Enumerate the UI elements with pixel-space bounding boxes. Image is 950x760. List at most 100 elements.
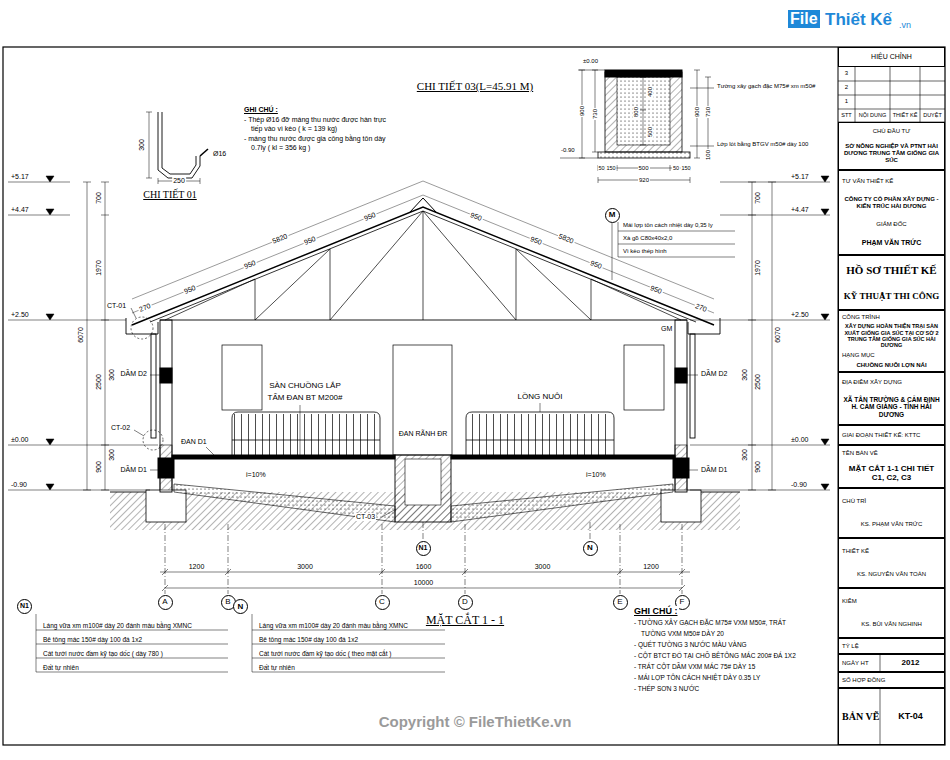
- table-cell: 3: [844, 70, 849, 77]
- note-text: - Thép Ø16 đỡ máng thu nước được hàn trự…: [243, 116, 387, 124]
- dimension: 950: [242, 259, 258, 272]
- note-text: - CỘT BTCT ĐỔ TẠI CHỖ BÊTÔNG MÁC 200# ĐÁ…: [633, 652, 797, 659]
- callout-circle: N: [583, 541, 598, 556]
- layer-note: Cát tưới nước đầm kỹ tạo dốc ( dày 780 ): [42, 650, 164, 657]
- callout-circle: M: [605, 208, 620, 223]
- node-text: CHỦ ĐẦU TƯ: [842, 128, 941, 135]
- title-block-cell: KIỂMKS. BÙI VĂN NGHINH: [838, 588, 945, 638]
- dimension: 6070: [774, 326, 782, 344]
- section-title: MẶT CẮT 1 - 1: [425, 614, 505, 628]
- node-text: KỸ THUẬT THI CÔNG: [842, 291, 941, 301]
- dimension: 300: [741, 368, 749, 382]
- callout-label: CT-01: [106, 302, 127, 310]
- layer-note: Bê tông mác 150# dày 100 đá 1x2: [258, 636, 359, 643]
- dimension: 700: [754, 191, 762, 205]
- node-text: N1: [419, 544, 428, 552]
- dimension: 900: [754, 460, 762, 474]
- slope-label: i=10%: [585, 471, 607, 479]
- table-cell: NỘI DUNG: [858, 112, 888, 118]
- node-text: HIỆU CHỈNH: [842, 53, 941, 61]
- level-mark: +5.17: [10, 173, 30, 181]
- dimension: 700: [95, 191, 103, 205]
- title-block-cell: TỶ LỆ: [838, 638, 945, 654]
- table-cell: 1: [844, 98, 849, 105]
- dimension: 950: [528, 235, 544, 248]
- dimension: 50: [672, 165, 680, 171]
- node-text: 2012: [880, 658, 941, 667]
- node-text: KS. NGUYỄN VĂN TOẢN: [842, 571, 941, 578]
- node-text: CHUỒNG NUÔI LỢN NÁI: [842, 362, 941, 369]
- dimension: 900: [579, 105, 586, 117]
- back-wall-openings: [222, 345, 664, 455]
- axis-bubble: D: [458, 595, 473, 610]
- dimension: 270: [693, 301, 709, 314]
- part-label: SÀN CHUỒNG LẮP: [268, 381, 342, 390]
- dimension: 900: [694, 106, 701, 118]
- pig-cages: [232, 412, 614, 455]
- part-label: LỒNG NUÔI: [517, 392, 564, 401]
- dimension: 950: [302, 235, 318, 248]
- layer-note: Cát tưới nước đầm kỹ tạo dốc ( theo mặt …: [258, 650, 392, 657]
- node-text: CHỦ TRÌ: [842, 498, 941, 505]
- axis-bubble: A: [158, 595, 173, 610]
- node-text: PHẠM VĂN TRỨC: [842, 239, 941, 247]
- note-text: - TƯỜNG XÂY GẠCH ĐẶC M75# VXM M50#, TRÁT: [633, 619, 787, 626]
- node-text: THIẾT KẾ: [842, 548, 941, 555]
- detail-03-drain: [560, 70, 714, 183]
- title-block-cell: HỒ SƠ THIẾT KẾKỸ THUẬT THI CÔNG: [838, 255, 945, 310]
- node-text: M: [609, 210, 616, 219]
- watermark-logo: .vn: [898, 20, 912, 30]
- dimension: 5820: [270, 232, 289, 246]
- dimension: 500: [647, 126, 654, 138]
- material-note: Tường xây gạch đặc M75# xm m50#: [716, 83, 816, 90]
- node-text: ĐỊA ĐIỂM XÂY DỰNG: [842, 379, 941, 386]
- roof-truss: [132, 181, 714, 325]
- node-text: N: [587, 543, 593, 552]
- note-text: TƯỜNG VXM M50# DÀY 20: [640, 630, 725, 637]
- node-text: CÔNG TY CỔ PHẦN XÂY DỰNG - KIẾN TRÚC HẢI…: [842, 196, 941, 210]
- node-text: TỶ LỆ: [842, 643, 941, 650]
- table-cell: THIẾT KẾ: [892, 112, 919, 118]
- table-cell: STT: [840, 112, 852, 118]
- level-mark: ±0.00: [790, 436, 809, 444]
- title-block-cell: BẢN VẼKT-04: [838, 688, 945, 745]
- dimension: 300: [741, 448, 749, 462]
- note-heading: GHI CHÚ :: [243, 106, 279, 114]
- dimension: 950: [362, 210, 378, 223]
- dimension: 50: [597, 165, 605, 171]
- node-text: XÃ TÂN TRƯỜNG & CẨM ĐỊNH H. CẨM GIÀNG - …: [842, 396, 941, 418]
- dimension: 1600: [415, 563, 433, 571]
- node-text: XÂY DỰNG HOÀN THIỆN TRẠI SẢN XUẤT GIỐNG …: [842, 323, 941, 348]
- node-text: N: [238, 602, 244, 611]
- part-label: DẦM D2: [700, 370, 728, 378]
- node-text: KT-04: [880, 711, 941, 721]
- node-text: KIỂM: [842, 598, 941, 605]
- level-marks: [8, 176, 830, 490]
- node-text: B: [225, 597, 230, 606]
- note-text: tiếp vào vì kèo ( k = 139 kg): [250, 125, 338, 133]
- layer-note: Bê tông mác 150# dày 100 đá 1x2: [42, 636, 143, 643]
- level-mark: -0.90: [790, 481, 808, 489]
- level-mark: ±0.00: [10, 436, 29, 444]
- dimension: 1970: [754, 259, 762, 277]
- gutters-downpipes: [126, 308, 720, 450]
- dimension: 300: [138, 138, 146, 152]
- layer-note: Láng vữa xm m100# dày 20 đánh màu bằng X…: [258, 622, 409, 629]
- node-text: CÔNG TRÌNH: [842, 314, 941, 321]
- dimension: 730: [705, 106, 712, 118]
- dimension: 400: [647, 86, 654, 98]
- node-text: TƯ VẤN THIẾT KẾ: [842, 178, 941, 185]
- title-block-cell: HIỆU CHỈNH: [838, 47, 945, 67]
- node-text: TÊN BẢN VẼ: [842, 450, 941, 457]
- callout-circle: N1: [416, 541, 431, 556]
- part-label: DẦM D2: [120, 370, 148, 378]
- watermark: Copyright © FileThietKe.vn: [378, 713, 573, 730]
- dimension: 5820: [556, 232, 575, 246]
- dimension: 150: [680, 165, 691, 171]
- callout-label: CT-02: [110, 424, 131, 432]
- dimension: 2500: [754, 373, 762, 391]
- dimension: 500: [637, 165, 649, 172]
- node-text: A: [162, 597, 167, 606]
- node-text: NGÀY HT: [842, 660, 880, 667]
- floor-note-lines: [36, 614, 445, 672]
